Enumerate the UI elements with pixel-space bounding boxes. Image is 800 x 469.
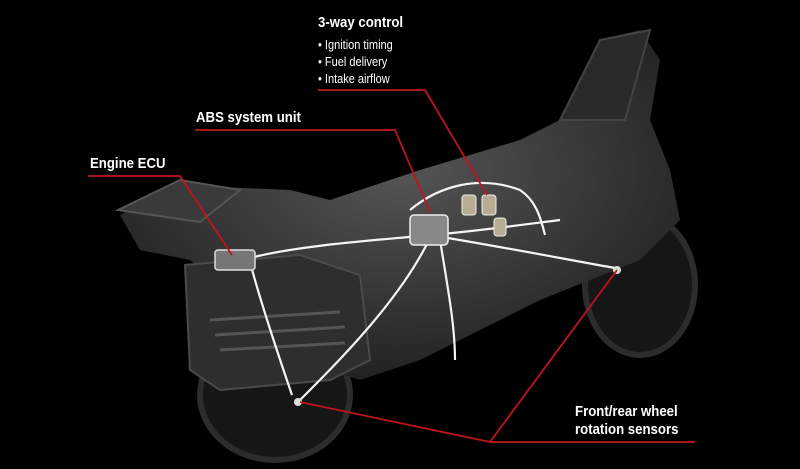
leader-abs: [195, 129, 431, 213]
windshield: [558, 28, 652, 121]
three-way-item: • Ignition timing: [318, 38, 393, 52]
abs-unit-component: [409, 214, 449, 246]
engine-ecu-component: [214, 249, 256, 271]
sensors-label-line1: Front/rear wheel: [575, 403, 678, 420]
leader-ecu: [88, 175, 233, 256]
three-way-item: • Intake airflow: [318, 72, 390, 86]
rear-wheel-sensor: [294, 398, 302, 406]
three-way-item: • Fuel delivery: [318, 55, 388, 69]
sensors-label-line2: rotation sensors: [575, 421, 679, 438]
wiring-harness: [248, 181, 616, 401]
leader-lines: [88, 89, 695, 443]
rear-rack: [114, 178, 243, 224]
throttle-body-component: [461, 194, 507, 237]
engine-ecu-label: Engine ECU: [90, 155, 166, 172]
abs-label: ABS system unit: [196, 109, 301, 126]
leader-three-way: [318, 89, 488, 196]
three-way-control-title: 3-way control: [318, 14, 404, 31]
leader-sensors: [299, 269, 695, 443]
saddlebag: [183, 253, 372, 392]
